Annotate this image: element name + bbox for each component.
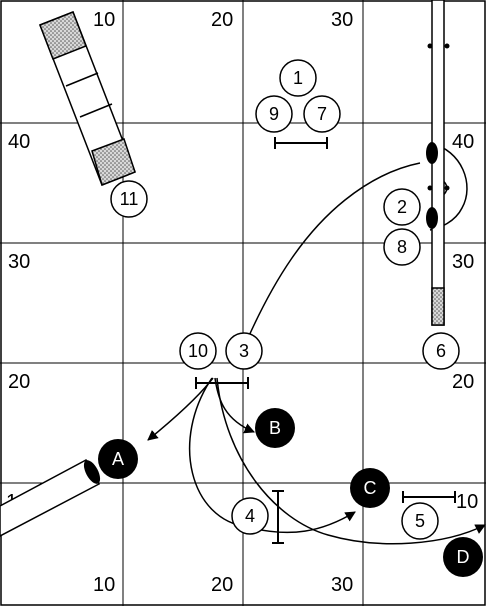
right-label-3: 20	[452, 371, 474, 393]
right-label-2: 30	[452, 251, 474, 273]
marker-10: 10	[179, 332, 217, 370]
svg-text:1: 1	[293, 68, 303, 88]
top-label-2: 20	[211, 9, 233, 31]
marker-9: 9	[255, 95, 293, 133]
ramp-contact-top	[39, 11, 87, 60]
dogwalk-post	[444, 43, 450, 49]
right-label-1: 40	[452, 131, 474, 153]
top-label-1: 10	[93, 9, 115, 31]
marker-8: 8	[383, 228, 421, 266]
lettered-markers: A B C D	[98, 408, 483, 577]
marker-2: 2	[383, 188, 421, 226]
marker-d: D	[443, 537, 483, 577]
top-label-3: 30	[331, 9, 353, 31]
svg-text:5: 5	[415, 511, 425, 531]
grid-labels: 10 20 30 10 20 30 40 30 20 1 40 30 20 10	[6, 9, 478, 596]
marker-b: B	[255, 408, 295, 448]
bottom-label-2: 20	[211, 574, 233, 596]
svg-text:9: 9	[269, 104, 279, 124]
path-3-to-2	[247, 162, 421, 339]
svg-text:D: D	[457, 547, 470, 567]
svg-text:B: B	[269, 418, 281, 438]
jump-bars	[195, 137, 456, 544]
ramp-divider-2	[79, 103, 113, 118]
svg-text:7: 7	[317, 104, 327, 124]
tunnel	[0, 458, 101, 537]
marker-6: 6	[422, 332, 460, 370]
dogwalk-post	[427, 43, 433, 49]
left-label-1: 40	[8, 131, 30, 153]
bottom-label-1: 10	[93, 574, 115, 596]
marker-11: 11	[110, 180, 148, 218]
tire-stand	[426, 142, 438, 164]
marker-5: 5	[401, 502, 439, 540]
marker-4: 4	[231, 497, 269, 535]
marker-c: C	[350, 468, 390, 508]
tunnel-opening	[83, 460, 101, 484]
numbered-markers: 1 9 7 11 2 8 10 3 6 4 5	[110, 59, 460, 540]
marker-1: 1	[279, 59, 317, 97]
svg-text:6: 6	[436, 341, 446, 361]
path-to-d	[216, 377, 486, 545]
svg-text:4: 4	[245, 506, 255, 526]
marker-7: 7	[303, 95, 341, 133]
bottom-label-3: 30	[331, 574, 353, 596]
tunnel-body	[0, 458, 101, 537]
dogwalk-right	[426, 0, 450, 326]
path-to-a	[147, 377, 214, 441]
svg-text:8: 8	[397, 237, 407, 257]
dogwalk-post	[444, 185, 450, 191]
svg-text:11: 11	[120, 189, 139, 209]
ramp-upper-left	[39, 11, 136, 186]
path-to-b	[214, 377, 255, 434]
left-label-3: 20	[8, 371, 30, 393]
svg-text:10: 10	[188, 341, 208, 361]
ramp-contact-bottom	[91, 138, 136, 186]
tire-stand	[426, 207, 438, 229]
svg-text:C: C	[364, 478, 377, 498]
left-label-2: 30	[8, 251, 30, 273]
right-label-4: 10	[456, 491, 478, 513]
dogwalk-contact	[431, 287, 445, 326]
svg-text:3: 3	[239, 341, 249, 361]
marker-3: 3	[225, 332, 263, 370]
path-to-c	[189, 377, 356, 534]
svg-text:2: 2	[397, 197, 407, 217]
marker-a: A	[98, 439, 138, 479]
ramp-divider-1	[65, 72, 99, 87]
dogwalk-post	[427, 185, 433, 191]
svg-text:A: A	[112, 449, 124, 469]
